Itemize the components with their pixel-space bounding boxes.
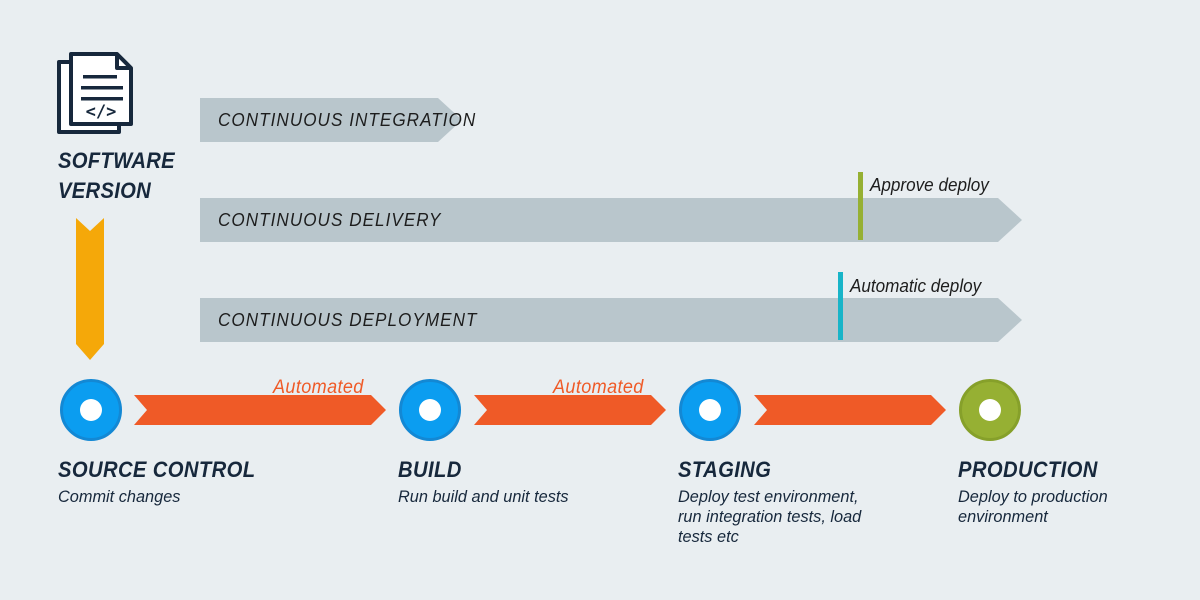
stage-desc-build: Run build and unit tests xyxy=(398,487,569,506)
stage-desc-production: Deploy to production environment xyxy=(958,487,1108,526)
code-document-icon: </> xyxy=(57,52,135,140)
connector-label-source-to-build: Automated xyxy=(273,377,364,398)
gate-marker-automatic-deploy xyxy=(838,272,843,340)
stage-caption-source-control: SOURCE CONTROL Commit changes xyxy=(58,457,378,507)
banner-label-continuous-integration: CONTINUOUS INTEGRATION xyxy=(218,110,477,130)
stage-desc-staging: Deploy test environment, run integration… xyxy=(678,487,862,546)
stage-caption-build: BUILD Run build and unit tests xyxy=(398,457,658,507)
connector-arrow-build-to-staging xyxy=(474,395,666,425)
banner-label-continuous-delivery: CONTINUOUS DELIVERY xyxy=(218,210,442,230)
gate-label-approve-deploy: Approve deploy xyxy=(870,175,989,195)
banner-continuous-delivery[interactable]: CONTINUOUS DELIVERY xyxy=(200,198,1022,242)
stage-caption-production: PRODUCTION Deploy to production environm… xyxy=(958,457,1178,527)
stage-title-source-control: SOURCE CONTROL xyxy=(58,457,256,482)
gate-marker-approve-deploy xyxy=(858,172,863,240)
gate-label-automatic-deploy: Automatic deploy xyxy=(850,276,982,296)
connector-label-build-to-staging: Automated xyxy=(553,377,644,398)
software-version-down-arrow xyxy=(72,218,108,360)
node-build[interactable] xyxy=(399,379,461,441)
banner-continuous-integration[interactable]: CONTINUOUS INTEGRATION xyxy=(200,98,475,142)
stage-title-build: BUILD xyxy=(398,457,462,482)
connector-arrow-staging-to-production xyxy=(754,395,946,425)
banner-continuous-deployment[interactable]: CONTINUOUS DEPLOYMENT xyxy=(200,298,1022,342)
stage-title-staging: STAGING xyxy=(678,457,772,482)
node-production[interactable] xyxy=(959,379,1021,441)
banner-label-continuous-deployment: CONTINUOUS DEPLOYMENT xyxy=(218,310,478,330)
stage-desc-source-control: Commit changes xyxy=(58,487,181,506)
node-source-control[interactable] xyxy=(60,379,122,441)
software-version-title: SOFTWARE VERSION xyxy=(58,148,175,203)
connector-arrow-source-to-build xyxy=(134,395,386,425)
stage-caption-staging: STAGING Deploy test environment, run int… xyxy=(678,457,908,547)
node-staging[interactable] xyxy=(679,379,741,441)
stage-title-production: PRODUCTION xyxy=(958,457,1098,482)
svg-text:</>: </> xyxy=(86,102,117,122)
